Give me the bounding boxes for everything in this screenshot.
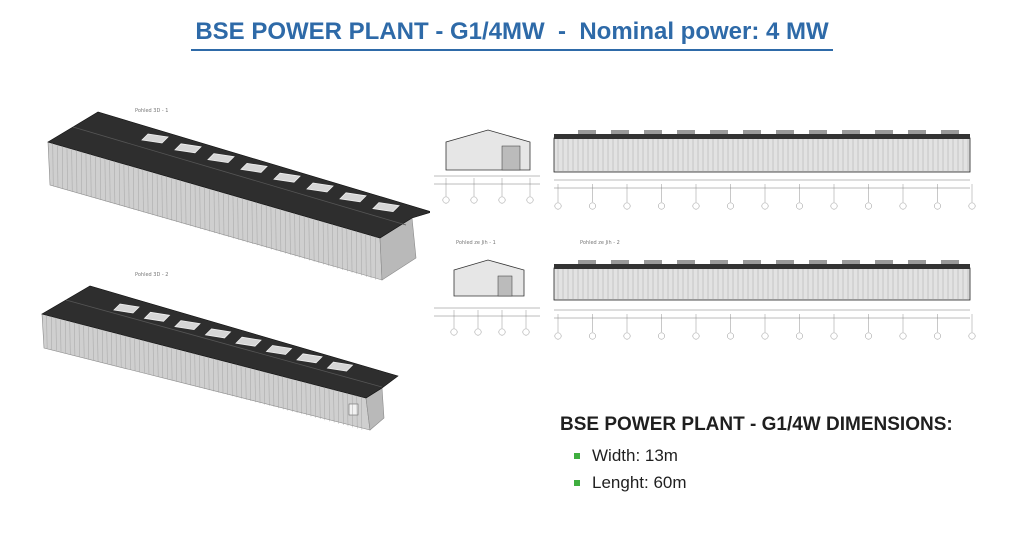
render-top-label: Pohled 3D - 1 bbox=[135, 108, 169, 114]
skylight-panel bbox=[326, 361, 354, 372]
skylight-panel bbox=[143, 311, 171, 322]
roof-vent bbox=[941, 260, 959, 264]
roof-vent bbox=[644, 260, 662, 264]
skylight-panel bbox=[174, 320, 201, 331]
roof-vent bbox=[743, 260, 761, 264]
list-item: Width: 13m bbox=[560, 442, 1000, 469]
elevation-long-top bbox=[553, 130, 976, 210]
roof-vent bbox=[644, 130, 662, 134]
roof-vent bbox=[875, 130, 893, 134]
roof-vent bbox=[710, 260, 728, 264]
elevation-long-bottom bbox=[553, 260, 976, 340]
dimensions-heading: BSE POWER PLANT - G1/4W DIMENSIONS: bbox=[560, 414, 953, 435]
roof-vent bbox=[809, 260, 827, 264]
skylight-panel bbox=[207, 153, 235, 164]
page-title: BSE POWER PLANT - G1/4MW - Nominal power… bbox=[0, 18, 1024, 51]
building-3d-render-bottom bbox=[41, 285, 399, 431]
skylight-panel bbox=[296, 353, 323, 364]
roof-vent bbox=[776, 130, 794, 134]
drawing-long-label: Pohled ze Jih - 2 bbox=[580, 240, 620, 246]
drawing-side-label: Pohled ze Jih - 1 bbox=[456, 240, 496, 246]
skylight-panel bbox=[235, 336, 262, 347]
roof-vent bbox=[710, 130, 728, 134]
roof-vent bbox=[578, 130, 596, 134]
roof-vent bbox=[875, 260, 893, 264]
green-square-bullet-icon bbox=[574, 479, 580, 486]
skylight-panel bbox=[265, 345, 293, 355]
elevation-side-bottom bbox=[434, 259, 540, 336]
length-value: Lenght: 60m bbox=[592, 473, 687, 492]
skylight-panel bbox=[113, 303, 140, 314]
elevation-side-top bbox=[434, 129, 540, 204]
skylight-panel bbox=[339, 192, 367, 203]
dimensions-panel: BSE POWER PLANT - G1/4W DIMENSIONS: Widt… bbox=[560, 414, 1000, 496]
skylight-panel bbox=[174, 143, 202, 154]
roof-vent bbox=[908, 130, 926, 134]
building-3d-render-top bbox=[47, 111, 430, 281]
skylight-panel bbox=[372, 202, 400, 213]
roof-vent bbox=[908, 260, 926, 264]
skylights bbox=[113, 303, 354, 372]
skylight-panel bbox=[273, 172, 301, 183]
roof-vent bbox=[941, 130, 959, 134]
roof-vent bbox=[677, 260, 695, 264]
width-value: Width: 13m bbox=[592, 446, 678, 465]
roof-vent bbox=[611, 260, 629, 264]
dimensions-list: Width: 13m Lenght: 60m bbox=[560, 442, 1000, 496]
roof-vent bbox=[776, 260, 794, 264]
skylight-panel bbox=[240, 162, 268, 173]
render-bottom-label: Pohled 3D - 2 bbox=[135, 272, 169, 278]
roof-vent bbox=[809, 130, 827, 134]
roof-vent bbox=[842, 260, 860, 264]
roof-vent bbox=[743, 130, 761, 134]
roof-vent bbox=[578, 260, 596, 264]
roof-vent bbox=[611, 130, 629, 134]
roof-vent bbox=[842, 130, 860, 134]
page-title-text: BSE POWER PLANT - G1/4MW - Nominal power… bbox=[191, 18, 833, 51]
skylight-panel bbox=[306, 182, 334, 193]
green-square-bullet-icon bbox=[574, 452, 580, 459]
roof-vent bbox=[677, 130, 695, 134]
skylight-panel bbox=[141, 133, 169, 144]
skylight-panel bbox=[204, 328, 232, 339]
door-icon bbox=[348, 403, 359, 416]
list-item: Lenght: 60m bbox=[560, 469, 1000, 496]
skylights bbox=[141, 133, 400, 213]
